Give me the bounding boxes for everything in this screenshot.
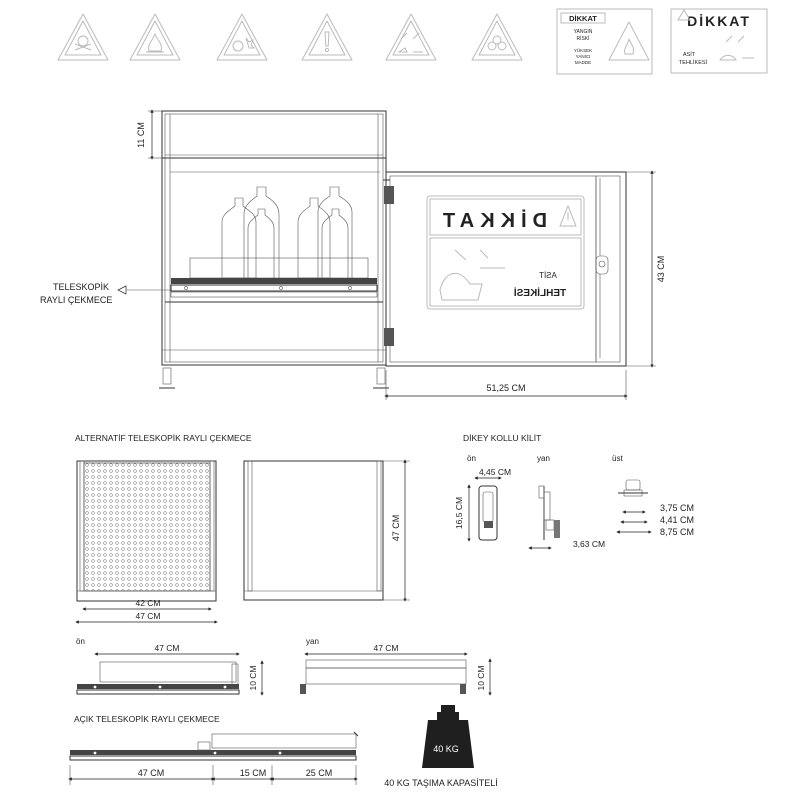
lock-front-view bbox=[478, 485, 498, 541]
skull-crossbones-icon bbox=[57, 13, 109, 61]
slide-front-label: ön bbox=[76, 637, 85, 646]
drawer-label-2: RAYLI ÇEKMECE bbox=[40, 295, 112, 305]
acid-sign-line1: ASİT bbox=[683, 51, 696, 58]
biohazard-icon bbox=[471, 13, 523, 61]
slide-side-height: 10 CM bbox=[476, 665, 486, 690]
door-acid-sign: DİKKAT ASİT TEHLİKESİ bbox=[426, 195, 585, 310]
lock-dim-front-height: 16,5 CM bbox=[454, 497, 464, 529]
corrosive-icon bbox=[385, 13, 437, 61]
slide-front-height: 10 CM bbox=[248, 665, 258, 690]
alt-drawer-depth: 47 CM bbox=[391, 515, 401, 542]
cabinet-dim-top: 11 CM bbox=[136, 122, 146, 148]
corrosive-icon bbox=[718, 35, 754, 61]
alt-drawer-width-outer: 47 CM bbox=[135, 611, 160, 621]
lock-view-front: ön bbox=[467, 454, 476, 463]
fire-sign-line: MADDE bbox=[575, 60, 591, 65]
door-sign-title: DİKKAT bbox=[437, 209, 547, 232]
slide-side-label: yan bbox=[306, 637, 319, 646]
open-drawer-title: AÇIK TELESKOPİK RAYLI ÇEKMECE bbox=[74, 714, 220, 724]
open-drawer-slide bbox=[69, 731, 359, 761]
slide-front-length: 47 CM bbox=[154, 643, 179, 653]
flame-icon bbox=[608, 21, 650, 61]
open-drawer-seg-3: 25 CM bbox=[306, 768, 333, 778]
weight-icon bbox=[422, 705, 474, 768]
lock-section: DİKEY KOLLU KİLİT ön yan üst 4,45 CM 16,… bbox=[454, 433, 694, 550]
open-drawer-seg-2: 15 CM bbox=[240, 768, 267, 778]
cabinet-drawing: DİKKAT ASİT TEHLİKESİ 11 CM 43 CM 51,25 … bbox=[40, 109, 666, 400]
lock-dim-side: 3,63 CM bbox=[573, 539, 605, 549]
fire-risk-sign: DİKKAT YANGIN RİSKİ YÜKSEK YANICI MADDE bbox=[556, 8, 653, 75]
telescopic-drawer bbox=[165, 257, 383, 303]
lock-dim-top-2: 4,41 CM bbox=[660, 515, 694, 525]
lock-top-view bbox=[618, 479, 648, 497]
open-drawer-seg-1: 47 CM bbox=[138, 768, 165, 778]
alt-drawer-title: ALTERNATİF TELESKOPİK RAYLI ÇEKMECE bbox=[75, 433, 252, 443]
explosion-icon bbox=[216, 13, 268, 61]
lock-view-side: yan bbox=[537, 454, 550, 463]
weight-capacity: 40 KG 40 KG TAŞIMA KAPASİTELİ bbox=[384, 705, 498, 788]
acid-sign-title: DİKKAT bbox=[687, 13, 751, 29]
slide-side-view bbox=[300, 659, 467, 694]
slide-side-length: 47 CM bbox=[373, 643, 398, 653]
acid-sign-line2: TEHLİKESİ bbox=[679, 59, 708, 66]
cabinet-dim-height: 43 CM bbox=[656, 256, 666, 283]
slide-views: ön 47 CM 10 CM yan 47 CM 10 CM bbox=[76, 637, 492, 696]
lock-dim-top-3: 8,75 CM bbox=[660, 527, 694, 537]
warning-icons-row bbox=[57, 13, 523, 61]
weight-caption: 40 KG TAŞIMA KAPASİTELİ bbox=[384, 778, 498, 788]
fire-sign-line: YÜKSEK bbox=[574, 47, 592, 53]
lock-dim-front-width: 4,45 CM bbox=[479, 467, 511, 477]
door-sign-line1: ASİT bbox=[539, 271, 557, 280]
drawer-label-1: TELESKOPİK bbox=[53, 282, 109, 292]
cabinet-door bbox=[383, 171, 627, 367]
acid-hazard-sign: DİKKAT ASİT TEHLİKESİ bbox=[670, 8, 768, 74]
bottles bbox=[221, 186, 353, 283]
fire-sign-line: YANICI bbox=[576, 54, 591, 59]
slide-front-view bbox=[76, 661, 240, 695]
fire-sign-line: RİSKİ bbox=[576, 35, 589, 42]
door-sign-line2: TEHLİKESİ bbox=[514, 286, 566, 299]
lock-title: DİKEY KOLLU KİLİT bbox=[463, 433, 541, 443]
fire-sign-title: DİKKAT bbox=[569, 14, 597, 23]
weight-label: 40 KG bbox=[433, 744, 459, 754]
lock-dim-top-1: 3,75 CM bbox=[660, 503, 694, 513]
lock-view-top: üst bbox=[612, 454, 623, 463]
lock-side-view bbox=[538, 485, 560, 540]
cabinet-dim-width: 51,25 CM bbox=[486, 383, 525, 393]
exclamation-icon bbox=[301, 13, 353, 61]
open-drawer-section: AÇIK TELESKOPİK RAYLI ÇEKMECE 47 CM 15 C… bbox=[68, 714, 359, 785]
flame-icon bbox=[129, 13, 181, 61]
alt-drawer-width-inner: 42 CM bbox=[135, 598, 160, 608]
fire-sign-line: YANGIN bbox=[574, 29, 593, 35]
alternative-drawer-section: ALTERNATİF TELESKOPİK RAYLI ÇEKMECE 42 C… bbox=[75, 433, 410, 624]
